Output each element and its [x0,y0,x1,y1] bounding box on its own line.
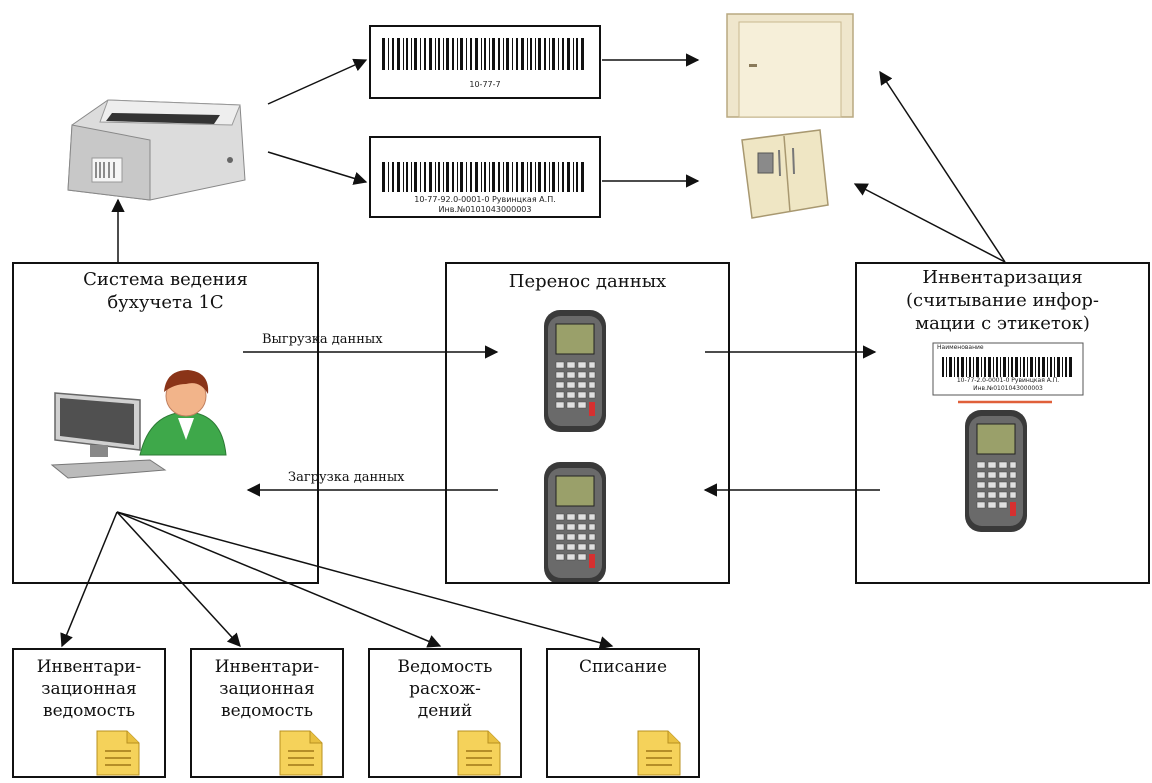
report-box-1 [12,648,166,778]
arrow-to-report-1 [60,511,118,648]
door-barcode-number: 10-77-7 [469,80,501,89]
report-box-2 [190,648,344,778]
printer-icon [67,99,246,201]
arrow-printer-to-label-door [267,58,368,105]
arrow-to-report-2 [116,511,241,647]
upload-label: Выгрузка данных [262,332,383,347]
barcode-label-fridge [369,136,601,218]
report-box-3 [368,648,522,778]
system-box [12,262,319,584]
arrow-to-report-3 [116,511,442,648]
arrow-inventory-to-fridge [853,183,1006,263]
barcode-label-door [369,25,601,99]
arrow-to-report-4 [116,511,614,650]
system-title: Система ведения бухучета 1С [83,269,248,313]
report-label-4: Списание [578,657,668,677]
report-box-4 [546,648,700,778]
user-icon [139,370,227,456]
transfer-box [445,262,730,584]
scanned-label-code: 10-77-2.0-0001-0 Рувинцкая А.П. Инв.№010… [956,377,1060,392]
arrow-inventory-to-door [879,70,1006,263]
scanned-label-text: Наименование [937,344,984,351]
door-icon [726,13,854,118]
fridge-barcode-number: 10-77-92.0-0001-0 Рувинцкая А.П. Инв.№01… [414,195,556,214]
computer-icon [50,392,167,479]
inventory-box [855,262,1150,584]
arrow-printer-to-label-fridge [267,151,368,185]
inventory-title: Инвентаризация (считывание инфор- мации … [905,267,1100,334]
refrigerator-icon [741,129,829,219]
scanned-barcode-label [932,342,1084,396]
transfer-title: Перенос данных [508,271,667,292]
download-label: Загрузка данных [288,470,405,485]
